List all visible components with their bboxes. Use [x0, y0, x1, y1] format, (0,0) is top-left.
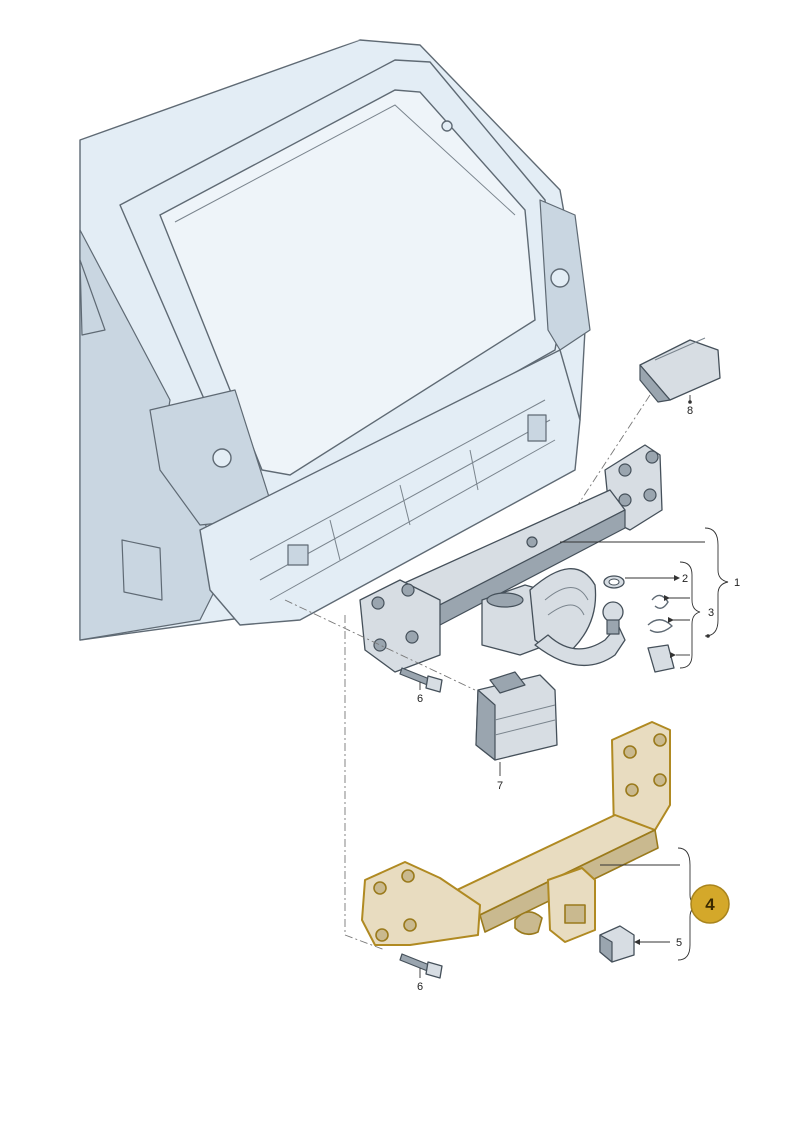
callout-7: 7	[497, 780, 503, 792]
retaining-ring-part-2	[603, 575, 625, 589]
clip-set-part-3	[647, 594, 675, 673]
vehicle-rear-body	[79, 39, 591, 641]
callout-3: 3	[708, 607, 714, 619]
callout-4: 4	[705, 895, 715, 914]
callout-6-lower: 6	[417, 981, 423, 993]
callout-8: 8	[687, 405, 693, 417]
bolt-part-6-lower	[399, 953, 443, 979]
towbar-assembly-part-1	[359, 444, 663, 673]
cover-cap-part-8	[639, 337, 721, 403]
socket-module-part-7	[475, 671, 558, 761]
bolt-part-6-upper	[399, 667, 443, 693]
highlight-badge-4[interactable]: 4	[690, 884, 730, 924]
plug-cap-part-5	[599, 925, 635, 963]
towbar-crossmember-part-4-highlighted	[361, 721, 671, 946]
callout-1: 1	[734, 577, 740, 589]
callout-5: 5	[676, 937, 682, 949]
callout-6-upper: 6	[417, 693, 423, 705]
callout-2: 2	[682, 573, 688, 585]
